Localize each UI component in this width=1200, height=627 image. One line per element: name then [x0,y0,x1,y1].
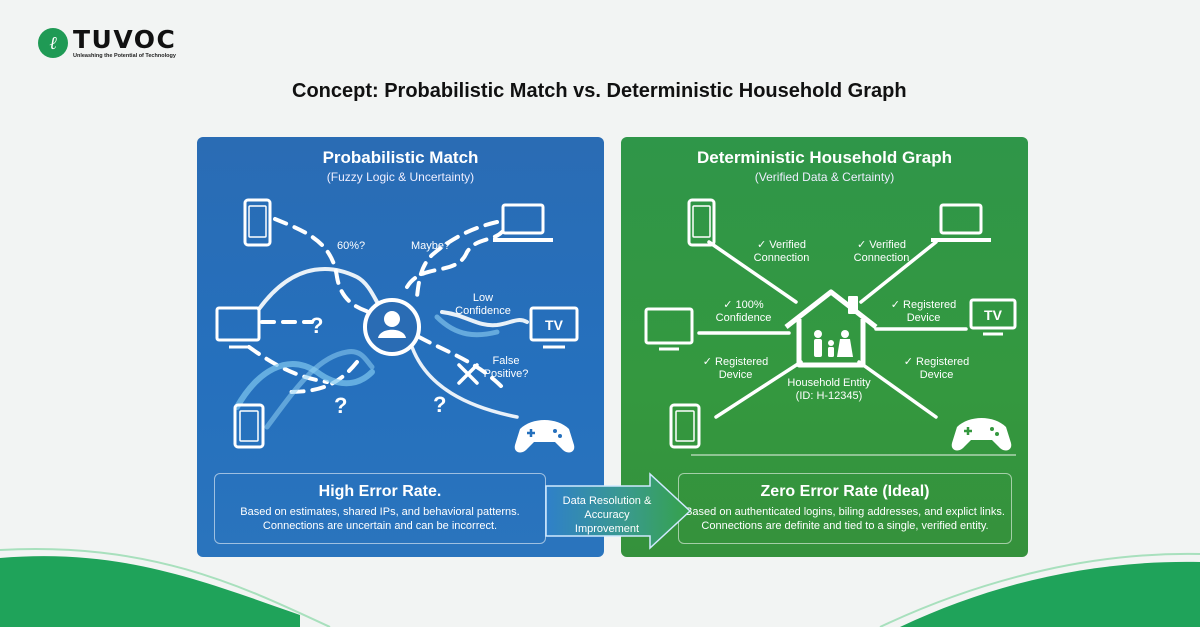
question-mark-1: ? [310,313,323,338]
solid-curve-1 [257,266,389,319]
label-verified-2: ✓ Verified Connection [853,239,910,264]
arrow-label: Data Resolution & Accuracy Improvement [562,495,652,535]
phone-icon [243,198,272,247]
deterministic-panel: Deterministic Household Graph (Verified … [621,137,1028,557]
probabilistic-title: Probabilistic Match [322,148,479,167]
laptop-icon [931,203,991,242]
solid-curve-2 [440,310,529,328]
link-tablet [714,360,803,419]
label-verified-1: ✓ Verified Connection [753,239,810,264]
tv-label: TV [984,307,1003,323]
tv-icon [529,306,579,349]
label-low-confidence: Low Confidence [455,292,511,317]
probabilistic-diagram: TV ? ? ? [215,198,579,453]
house-icon [784,289,878,368]
label-confidence: ✓ 100% Confidence [715,299,772,324]
probabilistic-summary-line1: Based on estimates, shared IPs, and beha… [240,506,520,518]
probabilistic-summary-line2: Connections are uncertain and can be inc… [262,520,498,532]
deterministic-summary-line1: Based on authenticated logins, biling ad… [685,506,1005,518]
question-mark-2: ? [334,393,347,418]
probabilistic-panel: Probabilistic Match (Fuzzy Logic & Uncer… [197,137,604,557]
label-false-positive: False Positive? [483,355,529,380]
page-title: Concept: Probabilistic Match vs. Determi… [292,80,907,102]
brand-leaf-icon: ℓ [38,28,68,58]
tv-label: TV [545,317,564,333]
solid-curve-3 [410,345,519,419]
deterministic-summary-box: Zero Error Rate (Ideal) Based on authent… [678,473,1012,544]
dashed-link-monitor-2 [247,345,329,384]
question-mark-3: ? [433,392,446,417]
label-registered-2: ✓ Registered Device [702,356,769,381]
blue-curve-2 [264,349,375,430]
link-laptop [859,240,938,304]
monitor-icon [215,306,261,349]
family-icon [814,330,853,357]
household-entity-label: Household Entity (ID: H-12345) [787,377,871,402]
monitor-icon [644,307,694,351]
bottom-wave-decoration [0,548,1200,627]
label-registered-3: ✓ Registered Device [903,356,970,381]
brand-logo: ℓ TUVOC Unleashing the Potential of Tech… [38,27,176,59]
dashed-link-laptop [415,220,499,299]
label-percent: 60%? [337,240,366,252]
blue-curve-3 [434,314,500,338]
blue-curve-1 [234,361,375,410]
game-controller-icon [514,420,575,453]
deterministic-summary-line2: Connections are definite and tied to a s… [701,520,989,532]
laptop-icon [493,203,553,242]
link-phone [707,240,798,304]
tv-icon [969,298,1017,336]
tablet-icon [233,403,265,449]
link-controller [857,360,938,419]
x-mark-icon [457,363,479,385]
label-registered-1: ✓ Registered Device [890,299,957,324]
dashed-link-phone [273,217,384,317]
dashed-link-laptop-2 [405,230,504,289]
deterministic-subtitle: (Verified Data & Certainty) [754,170,895,184]
probabilistic-summary-box: High Error Rate. Based on estimates, sha… [214,473,546,544]
deterministic-diagram: TV [644,198,1017,451]
dashed-link-controller [417,335,504,389]
probabilistic-subtitle: (Fuzzy Logic & Uncertainty) [326,170,475,184]
person-icon [363,298,421,356]
deterministic-title: Deterministic Household Graph [696,148,953,167]
probabilistic-summary-heading: High Error Rate. [318,483,442,500]
label-maybe: Maybe? [411,240,451,252]
divider-line [691,454,1016,456]
phone-icon [687,198,716,247]
game-controller-icon [951,418,1012,451]
tablet-icon [669,403,701,449]
brand-tagline: Unleashing the Potential of Technology [73,53,176,59]
brand-name: TUVOC [73,25,177,54]
deterministic-summary-heading: Zero Error Rate (Ideal) [760,483,930,500]
